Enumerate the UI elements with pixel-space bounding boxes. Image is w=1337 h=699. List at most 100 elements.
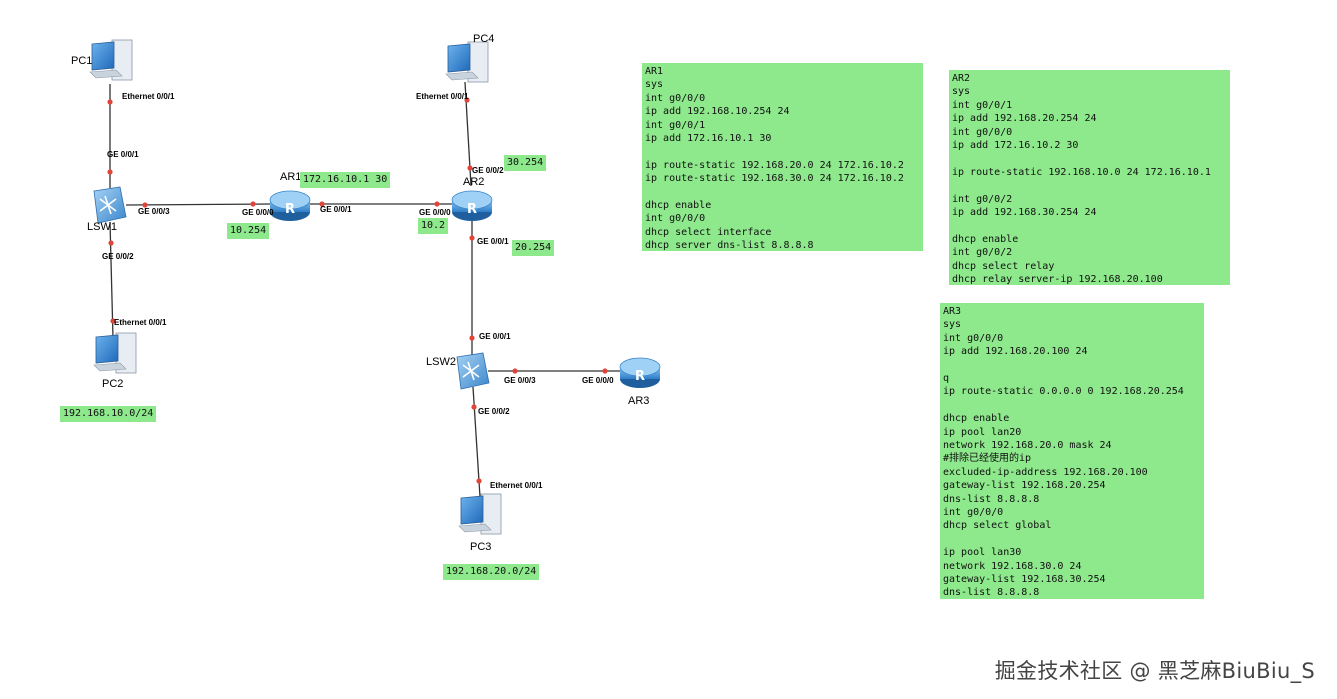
config-line: dhcp enable — [943, 413, 1010, 425]
config-line: int g0/0/0 — [952, 126, 1013, 138]
device-name-ar3: AR3 — [628, 395, 650, 407]
port-dot — [434, 201, 440, 207]
config-line: dhcp relay server-ip 192.168.20.100 — [952, 274, 1163, 286]
device-name-pc1: PC1 — [71, 55, 93, 67]
pc-icon[interactable] — [458, 493, 502, 535]
port-label: GE 0/0/0 — [419, 208, 451, 217]
port-label: GE 0/0/2 — [102, 252, 134, 261]
config-line — [645, 145, 920, 158]
config-line: dhcp enable — [952, 233, 1019, 245]
config-line: ip add 172.16.10.2 30 — [952, 140, 1079, 152]
port-label: Ethernet 0/0/1 — [122, 92, 175, 101]
port-label: GE 0/0/0 — [242, 208, 274, 217]
router-icon[interactable]: R — [619, 357, 661, 388]
port-label: GE 0/0/2 — [478, 407, 510, 416]
config-line: int g0/0/0 — [943, 332, 1004, 344]
config-line: sys — [952, 86, 971, 98]
pc-icon[interactable] — [445, 41, 489, 83]
svg-text:R: R — [285, 202, 295, 217]
port-dot — [476, 478, 482, 484]
ip-tag: 30.254 — [504, 155, 547, 171]
ip-tag: 10.254 — [227, 223, 270, 239]
port-label: Ethernet 0/0/1 — [416, 92, 469, 101]
port-dot — [142, 202, 148, 208]
port-label: GE 0/0/2 — [472, 166, 504, 175]
router-icon[interactable]: R — [451, 190, 493, 221]
port-dot — [469, 235, 475, 241]
config-line: dhcp select interface — [645, 226, 772, 238]
device-name-pc4: PC4 — [473, 33, 495, 45]
config-line — [943, 399, 1201, 412]
port-dot — [107, 169, 113, 175]
port-label: GE 0/0/1 — [107, 150, 139, 159]
svg-text:R: R — [467, 202, 477, 217]
config-line: int g0/0/2 — [952, 193, 1013, 205]
port-label: GE 0/0/1 — [320, 205, 352, 214]
config-line: gateway-list 192.168.30.254 — [943, 574, 1106, 586]
config-line: excluded-ip-address 192.168.20.100 — [943, 466, 1148, 478]
config-line: int g0/0/2 — [952, 247, 1013, 259]
port-label: GE 0/0/3 — [504, 376, 536, 385]
port-dot — [464, 97, 470, 103]
port-label: GE 0/0/1 — [479, 332, 511, 341]
svg-text:R: R — [635, 369, 645, 384]
port-dot — [108, 240, 114, 246]
port-label: GE 0/0/3 — [138, 207, 170, 216]
config-line: network 192.168.20.0 mask 24 — [943, 440, 1112, 452]
port-dot — [471, 404, 477, 410]
config-line: q — [943, 373, 950, 385]
config-line — [952, 152, 1227, 165]
port-dot — [469, 335, 475, 341]
config-line: ip add 172.16.10.1 30 — [645, 133, 772, 145]
config-line: #排除已经使用的ip — [943, 453, 1032, 465]
port-dot — [110, 318, 116, 324]
port-label: GE 0/0/0 — [582, 376, 614, 385]
port-dot — [602, 368, 608, 374]
config-line: AR3 — [943, 306, 962, 317]
pc-icon[interactable] — [89, 39, 133, 81]
config-line: ip pool lan30 — [943, 547, 1022, 559]
config-line: network 192.168.30.0 24 — [943, 560, 1082, 572]
config-line: dns-list 8.8.8.8 — [943, 587, 1040, 599]
config-line: dhcp select global — [943, 520, 1052, 532]
config-line — [943, 533, 1201, 546]
link-lsw1-ar1 — [125, 203, 273, 206]
config-line: int g0/0/0 — [645, 213, 706, 225]
switch-icon[interactable] — [93, 186, 127, 224]
config-line: sys — [645, 79, 664, 91]
config-line — [952, 179, 1227, 192]
config-line: ip pool lan20 — [943, 426, 1022, 438]
config-line: ip route-static 192.168.30.0 24 172.16.1… — [645, 173, 904, 185]
config-line: ip route-static 192.168.10.0 24 172.16.1… — [952, 166, 1211, 178]
network-tag: 192.168.20.0/24 — [443, 564, 540, 580]
device-name-ar2: AR2 — [463, 176, 485, 188]
port-dot — [319, 201, 325, 207]
config-line: dhcp select relay — [952, 260, 1055, 272]
pc-icon[interactable] — [93, 332, 137, 374]
port-dot — [107, 99, 113, 105]
ip-tag: 172.16.10.1 30 — [300, 172, 391, 188]
port-label: Ethernet 0/0/1 — [114, 318, 167, 327]
config-line: ip add 192.168.20.254 24 — [952, 113, 1097, 125]
config-line: int g0/0/0 — [645, 92, 706, 104]
config-line: ip route-static 0.0.0.0 0 192.168.20.254 — [943, 386, 1184, 398]
device-name-lsw1: LSW1 — [87, 221, 117, 233]
port-dot — [250, 201, 256, 207]
ip-tag: 10.2 — [418, 218, 449, 234]
config-line: int g0/0/0 — [943, 507, 1004, 519]
port-dot — [512, 368, 518, 374]
port-dot — [467, 165, 473, 171]
switch-icon[interactable] — [456, 352, 490, 390]
config-line: dhcp enable — [645, 200, 712, 212]
config-line — [645, 186, 920, 199]
network-tag: 192.168.10.0/24 — [60, 406, 157, 422]
config-line: ip add 192.168.10.254 24 — [645, 106, 790, 118]
router-icon[interactable]: R — [269, 190, 311, 221]
config-line: sys — [943, 319, 962, 331]
config-line: ip route-static 192.168.20.0 24 172.16.1… — [645, 159, 904, 171]
port-label: GE 0/0/1 — [477, 237, 509, 246]
config-line: gateway-list 192.168.20.254 — [943, 480, 1106, 492]
